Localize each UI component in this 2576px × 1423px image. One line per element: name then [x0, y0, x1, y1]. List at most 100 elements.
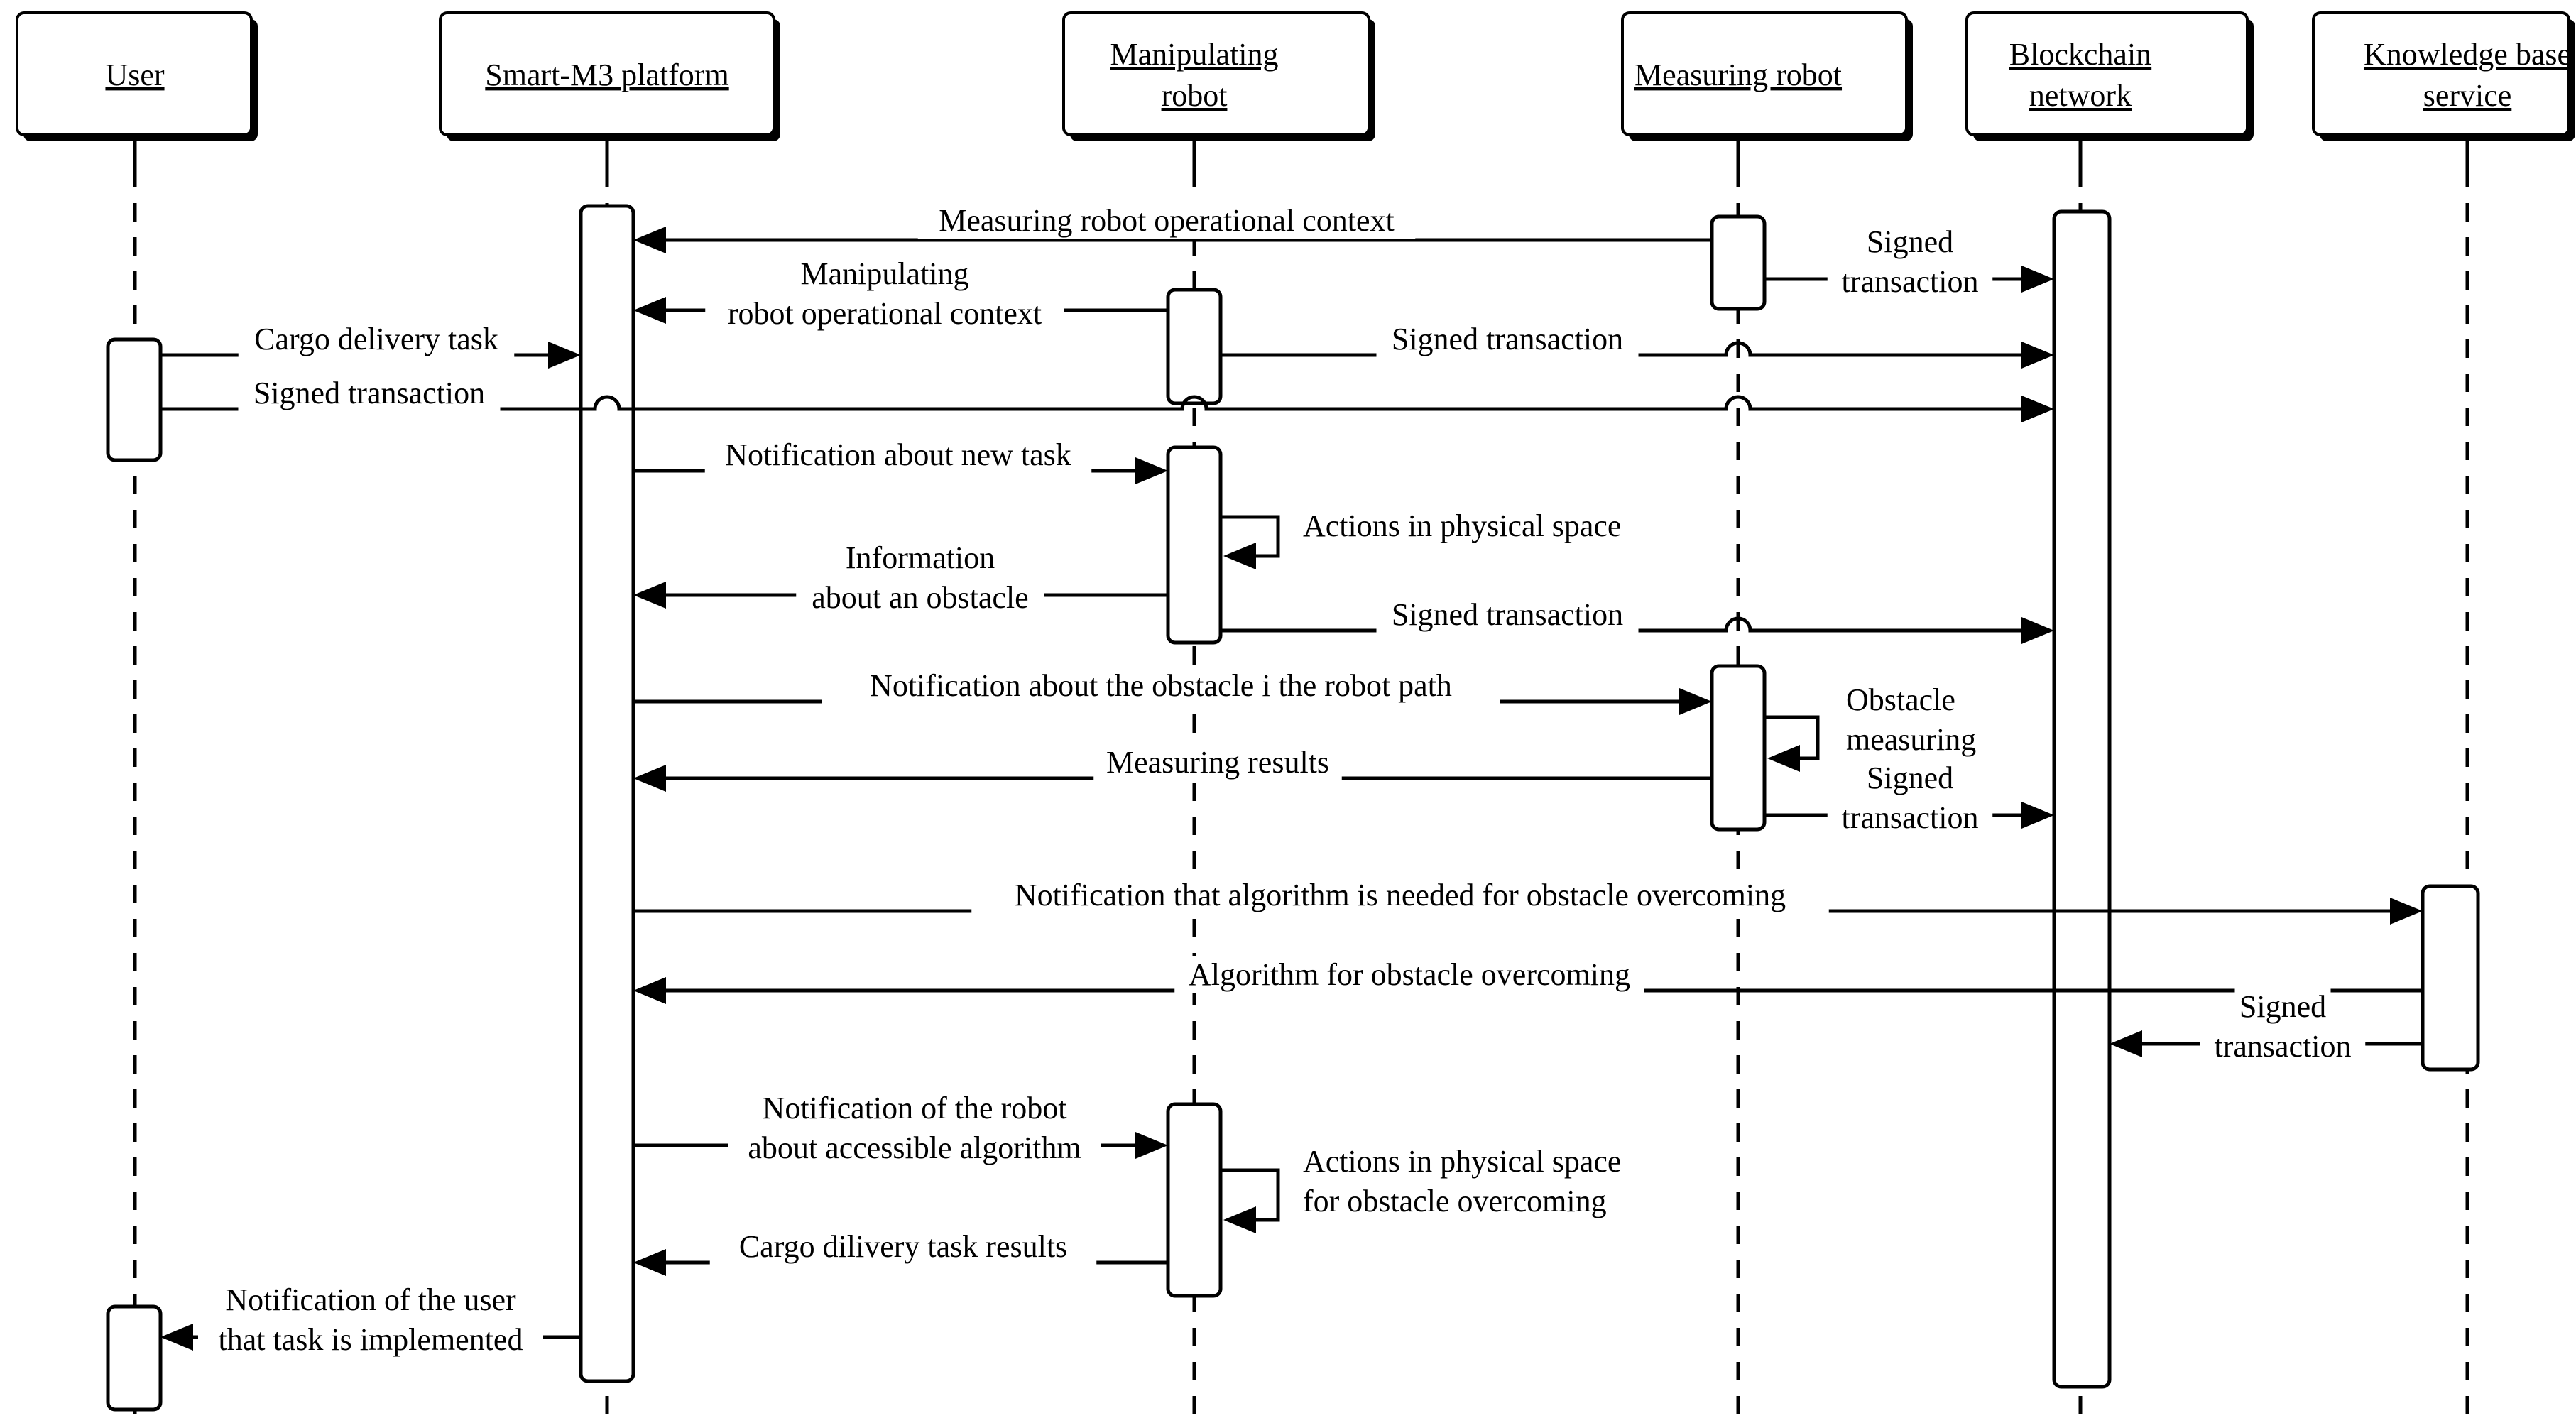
- activation-bar-act-manip-1: [1166, 288, 1223, 405]
- arrow-head-m6: [2021, 396, 2054, 422]
- message-label-m5: Signed transaction: [1376, 321, 1639, 358]
- label-knockout: [2234, 988, 2331, 1025]
- arrow-head-m21: [160, 1324, 193, 1351]
- activation-bar-act-smartm3-main: [579, 204, 635, 1383]
- label-knockout: [1862, 224, 1958, 261]
- label-knockout: [1174, 956, 1644, 993]
- message-label-m17: Signed transaction: [2200, 988, 2366, 1065]
- arrow-head-m13: [633, 765, 666, 792]
- label-knockout: [709, 1228, 1097, 1265]
- message-label-m14: Signed transaction: [1827, 760, 1993, 836]
- message-label-text: Algorithm for obstacle overcoming: [1189, 957, 1630, 992]
- message-label-text: measuring: [1846, 722, 1976, 757]
- lifeline-name-text: network: [2029, 78, 2132, 113]
- message-label-m18: Notification of the robot about accessibl…: [728, 1090, 1101, 1167]
- message-label-text: transaction: [1841, 264, 1978, 299]
- arrow-head-m4: [548, 342, 581, 369]
- message-label-text: Notification that algorithm is needed fo…: [1015, 878, 1786, 912]
- message-label-m1: Measuring robot operational context: [917, 202, 1416, 239]
- message-label-text: Signed transaction: [253, 376, 485, 410]
- label-knockout: [1827, 263, 1993, 300]
- arrow-head-m15: [2390, 898, 2423, 925]
- label-knockout: [1297, 1143, 1657, 1180]
- message-label-m10: Signed transaction: [1376, 596, 1639, 633]
- arrow-head-m19: [1223, 1206, 1256, 1233]
- message-label-text: robot operational context: [728, 296, 1042, 331]
- arrow-head-m14: [2021, 802, 2054, 829]
- message-label-m13: Measuring results: [1093, 744, 1342, 781]
- message-label-text: Notification about the obstacle i the ro…: [870, 668, 1452, 703]
- message-label-text: Notification of the user: [225, 1282, 516, 1317]
- message-label-m16: Algorithm for obstacle overcoming: [1174, 956, 1644, 993]
- lifeline-header-blockchain[interactable]: Blockchain network: [1965, 11, 2254, 172]
- message-label-text: for obstacle overcoming: [1303, 1184, 1607, 1218]
- label-knockout: [238, 321, 515, 358]
- activation-bar-act-meas-2: [1710, 664, 1767, 832]
- activation-bar-act-manip-3: [1166, 1102, 1223, 1298]
- message-label-text: Measuring results: [1106, 745, 1329, 780]
- message-label-m7: Notification about new task: [704, 437, 1092, 474]
- message-label-m11: Notification about the obstacle i the ro…: [822, 667, 1500, 704]
- activations-layer: [106, 204, 2480, 1412]
- arrow-head-m11: [1679, 688, 1712, 715]
- lifeline-header-smartm3[interactable]: Smart-M3 platform: [439, 11, 780, 172]
- header-box[interactable]: [1062, 11, 1370, 136]
- header-box[interactable]: [1621, 11, 1908, 136]
- message-label-text: Signed transaction: [1392, 597, 1623, 632]
- label-knockout: [1376, 596, 1639, 633]
- lifeline-name-text: Blockchain: [2009, 37, 2151, 72]
- message-label-m15: Notification that algorithm is needed fo…: [971, 877, 1829, 914]
- arrow-head-m12: [1767, 745, 1800, 772]
- message-m5: [1221, 341, 2054, 369]
- message-label-text: about an obstacle: [812, 580, 1028, 615]
- activation-bar-act-manip-2: [1166, 445, 1223, 645]
- activation-bar-act-meas-1: [1710, 214, 1767, 311]
- label-knockout: [705, 295, 1064, 332]
- arrow-head-m2: [2021, 266, 2054, 293]
- lifeline-name-text: User: [105, 58, 164, 92]
- lifeline-name-text: robot: [1162, 78, 1228, 113]
- message-label-text: Signed: [2239, 989, 2326, 1024]
- message-label-text: that task is implemented: [219, 1322, 523, 1357]
- header-box[interactable]: [2312, 11, 2570, 136]
- self-message-line-m8: [1221, 515, 1280, 558]
- message-label-text: Signed: [1867, 760, 1953, 795]
- label-knockout: [1376, 321, 1639, 358]
- header-box[interactable]: [1965, 11, 2249, 136]
- label-knockout: [1840, 721, 1978, 758]
- arrow-head-m20: [633, 1249, 666, 1276]
- message-label-text: transaction: [2214, 1029, 2351, 1064]
- label-knockout: [917, 202, 1416, 239]
- label-knockout: [2200, 1028, 2366, 1065]
- activation-bar-act-block-main: [2052, 209, 2112, 1389]
- lifeline-name-text: service: [2423, 78, 2512, 113]
- arrow-head-m5: [2021, 342, 2054, 369]
- arrow-head-m3: [633, 297, 666, 324]
- message-line-m5: [1221, 341, 2023, 357]
- activation-bar-act-user-1: [106, 337, 163, 462]
- message-line-m10: [1221, 616, 2023, 633]
- label-knockout: [728, 1130, 1101, 1167]
- lifeline-header-measrobot[interactable]: Measuring robot: [1621, 11, 1913, 172]
- label-knockout: [822, 667, 1500, 704]
- label-knockout: [971, 877, 1829, 914]
- message-label-text: Cargo delivery task: [254, 322, 498, 356]
- label-knockout: [1093, 744, 1342, 781]
- activation-bar-act-kb-1: [2421, 884, 2480, 1072]
- lifeline-header-user[interactable]: User: [16, 11, 258, 172]
- lifeline-name-text: Smart-M3 platform: [485, 58, 728, 92]
- message-label-text: Notification of the robot: [763, 1091, 1067, 1125]
- message-m19: [1221, 1168, 1280, 1233]
- label-knockout: [1297, 508, 1657, 545]
- self-message-line-m12: [1764, 715, 1820, 760]
- message-label-text: Actions in physical space: [1303, 508, 1621, 543]
- message-label-text: transaction: [1841, 800, 1978, 835]
- message-label-text: about accessible algorithm: [748, 1130, 1081, 1165]
